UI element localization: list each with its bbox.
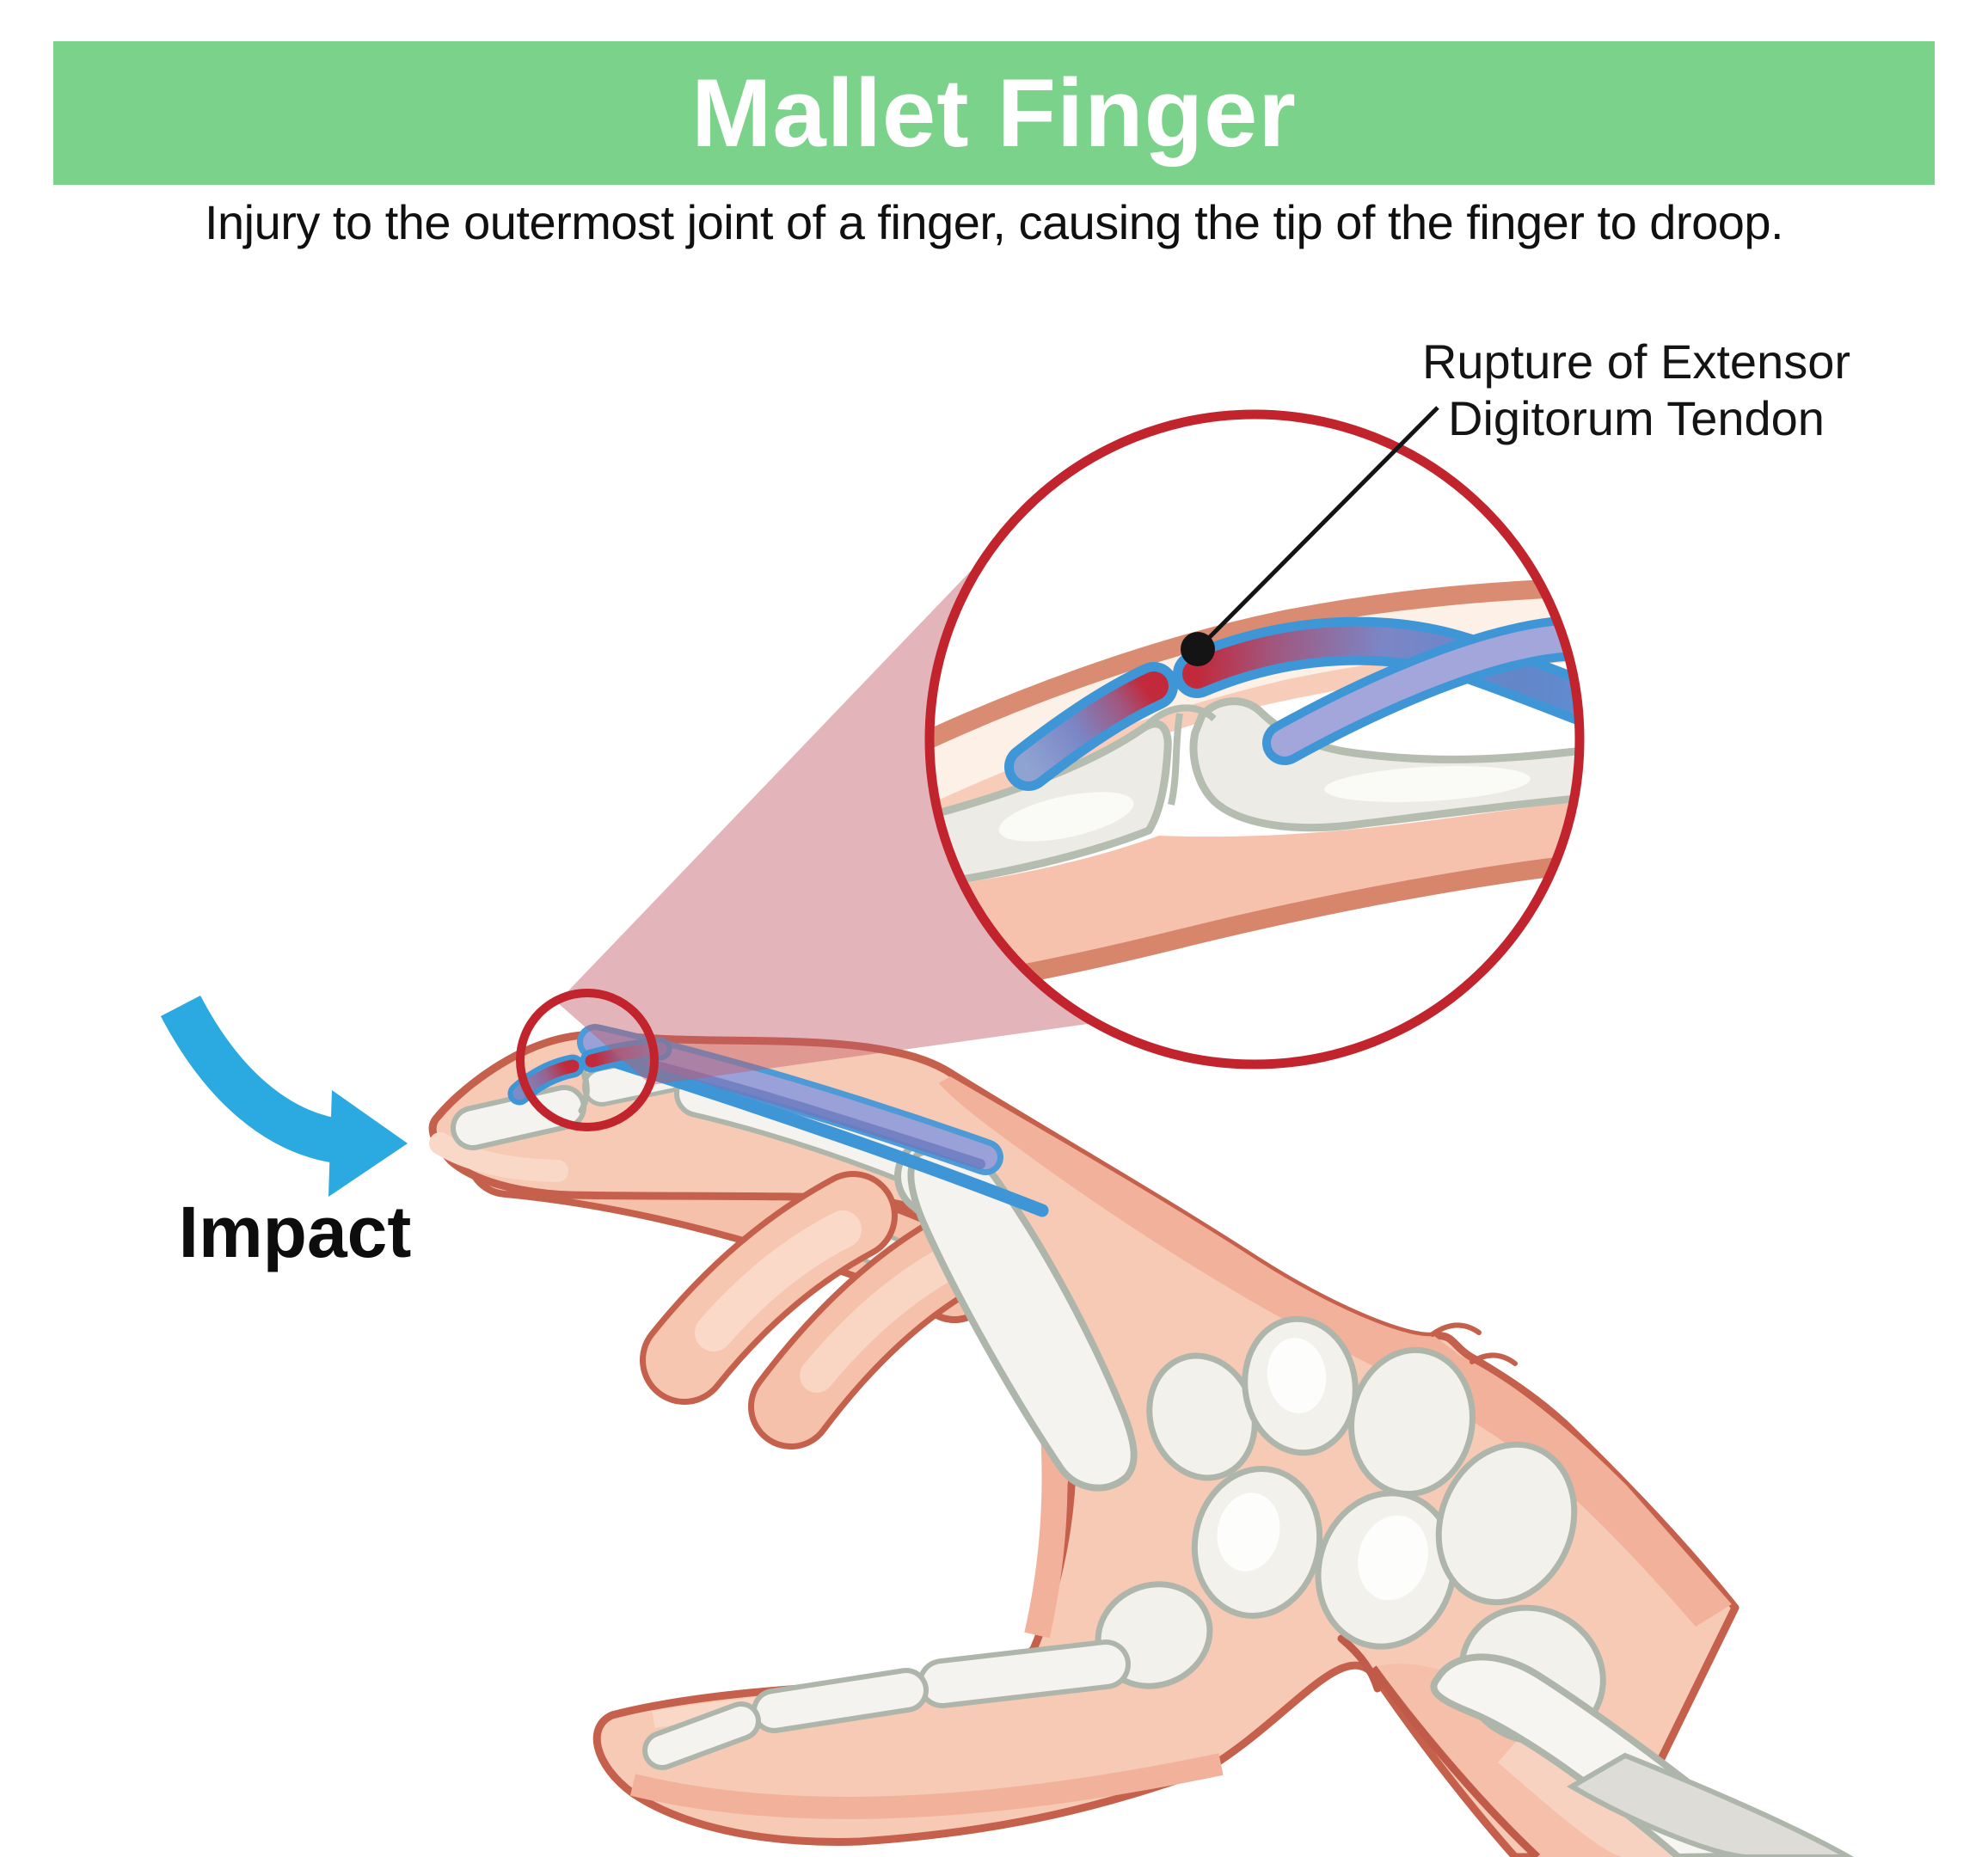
fingertip-highlight [429, 1132, 568, 1182]
inset-joint-lines [1143, 704, 1217, 806]
rupture-label-line2: Digitorum Tendon [1448, 391, 1825, 445]
rupture-label: Rupture of Extensor Digitorum Tendon [1422, 334, 1850, 445]
inset-lower-skin [933, 800, 1576, 989]
hand-illustration [428, 1024, 1855, 1857]
magnifier-circle-small [516, 989, 659, 1131]
rupture-label-line1: Rupture of Extensor [1422, 334, 1850, 389]
inset-skin-surface [933, 577, 1576, 758]
leader-line [1196, 406, 1439, 651]
impact-arrow-icon [160, 995, 408, 1197]
pinky-finger-curled [640, 1171, 898, 1405]
inset-tendon-distal-stump [1004, 662, 1178, 791]
rupture-point-dot [1181, 632, 1215, 666]
thenar-crease [1337, 1634, 1382, 1693]
hand-back-shading [939, 1076, 1732, 1627]
inset-tendon-lateral-band [1262, 616, 1576, 765]
header-banner: Mallet Finger [53, 41, 1935, 185]
ring-finger-curled [748, 1210, 999, 1449]
impact-label: Impact [179, 1192, 412, 1272]
wrist-creases [1430, 1322, 1518, 1366]
page-title: Mallet Finger [691, 59, 1297, 167]
magnified-inset [924, 409, 1585, 1069]
subtitle: Injury to the outermost joint of a finge… [204, 195, 1784, 249]
magnifier-circle-large [924, 409, 1585, 1069]
thumb-shading [629, 1753, 1224, 1819]
